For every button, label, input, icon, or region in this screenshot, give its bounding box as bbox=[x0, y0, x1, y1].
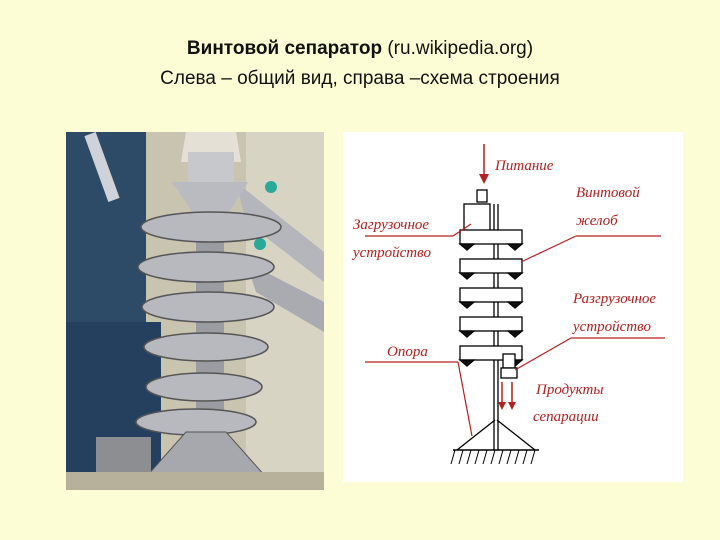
label-feed: Питание bbox=[494, 158, 554, 174]
structure-diagram: Питание bbox=[343, 132, 683, 482]
label-products-2: сепарации bbox=[533, 409, 599, 425]
label-products-1: Продукты bbox=[535, 382, 604, 398]
label-support: Опора bbox=[387, 344, 428, 360]
title-bold: Винтовой сепаратор bbox=[186, 38, 383, 59]
title-source: (ru.wikipedia.org) bbox=[382, 38, 534, 59]
label-loader-1: Загрузочное bbox=[353, 217, 429, 233]
label-chute-2: желоб bbox=[576, 213, 618, 229]
label-unloader-2: устройство bbox=[571, 319, 651, 335]
label-chute-1: Винтовой bbox=[576, 185, 640, 201]
label-loader-2: устройство bbox=[351, 245, 431, 261]
slide-subtitle: Слева – общий вид, справа –схема строени… bbox=[160, 68, 560, 89]
slide-title: Винтовой сепаратор (ru.wikipedia.org) bbox=[0, 38, 720, 60]
label-unloader-1: Разгрузочное bbox=[572, 291, 656, 307]
separator-photo bbox=[66, 132, 324, 490]
